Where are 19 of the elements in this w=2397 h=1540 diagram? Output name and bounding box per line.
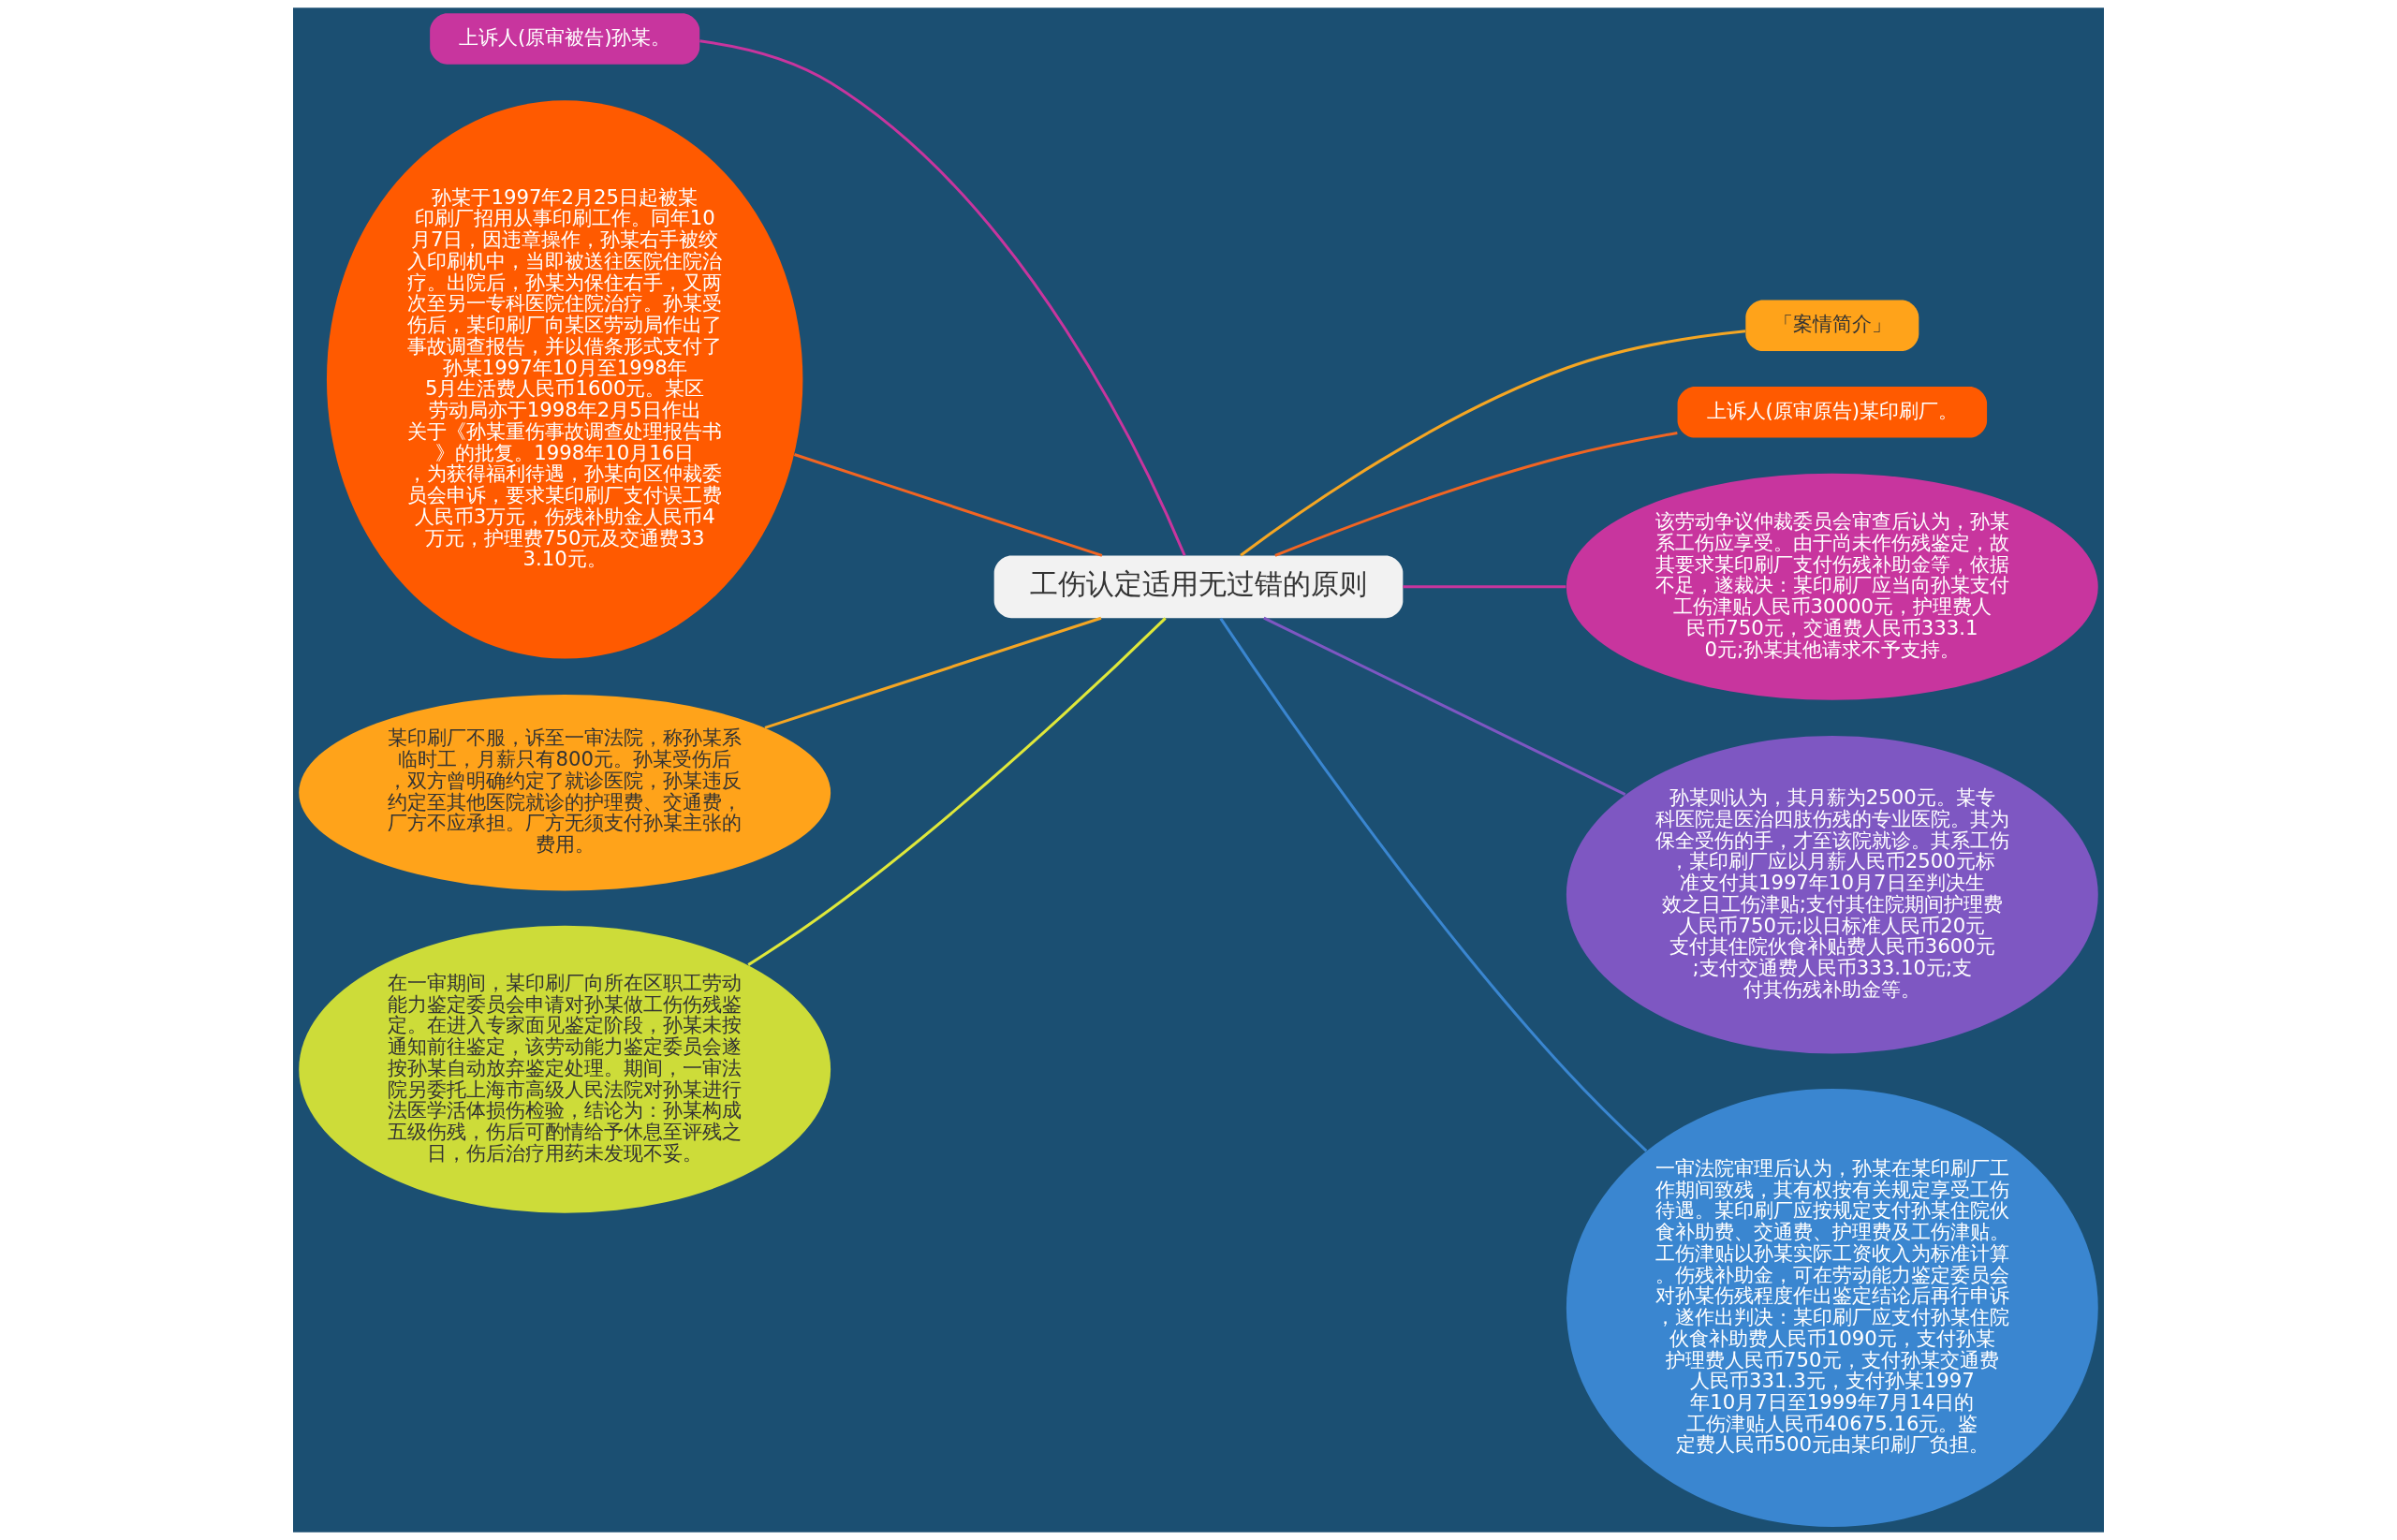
node-ellipse: 一审法院审理后认为，孙某在某印刷厂工作期间致残，其有权按有关规定享受工伤待遇。某印刷厂应按规定支付孙某住院伙食补助费、交通费、护理费及工伤津贴。工伤津贴以孙某实际工资收入为标准计算。伤残补助金，可在劳动能力鉴定委员会对孙某伤残程度作出鉴定结论后再行申诉，遂作出判决：某印刷厂应支付孙某住院伙食补助费人民币1090元，支付孙某护理费人民币750元，支付孙某交通费人民币331.3元，支付孙某1997年10月7日至1999年7月14日的工伤津贴人民币40675.16元。鉴定费人民币500元由某印刷厂负担。 xyxy=(1566,1089,2098,1527)
node-ellipse: 孙某于1997年2月25日起被某印刷厂招用从事印刷工作。同年10月7日，因违章操作，孙某右手被绞入印刷机中，当即被送往医院住院治疗。出院后，孙某为保住右手，又两次至另一专科医院住院治疗。孙某受伤后，某印刷厂向某区劳动局作出了事故调查报告，并以借条形式支付了孙某1997年10月至1998年5月生活费人民币1600元。某区劳动局亦于1998年2月5日作出关于《孙某重伤事故调查处理报告书》的批复。1998年10月16日，为获得福利待遇，孙某向区仲裁委员会申诉，要求某印刷厂支付误工费人民币3万元，伤残补助金人民币4万元，护理费750元及交通费333.10元。 xyxy=(326,100,803,659)
connector xyxy=(793,453,1103,557)
node-ellipse: 该劳动争议仲裁委员会审查后认为，孙某系工伤应享受。由于尚未作伤残鉴定，故其要求某印刷厂支付伤残补助金等，依据不足，遂裁决：某印刷厂应当向孙某支付工伤津贴人民币30000元，护理费人民币750元，交通费人民币333.10元;孙某其他请求不予支持。 xyxy=(1566,473,2098,700)
connector xyxy=(1274,432,1678,557)
connector xyxy=(747,617,1167,966)
node-box: 「案情简介」 xyxy=(1745,300,1919,352)
connector xyxy=(1263,616,1626,796)
node-box: 上诉人(原审原告)某印刷厂。 xyxy=(1677,387,1988,438)
node-ellipse: 孙某则认为，其月薪为2500元。某专科医院是医治四肢伤残的专业医院。其为保全受伤的手，才至该院就诊。其系工伤，某印刷厂应以月薪人民币2500元标准支付其1997年10月7日至判决生效之日工伤津贴;支付其住院期间护理费人民币750元;以日标准人民币20元支付其住院伙食补贴费人民币3600元;支付交通费人民币333.10元;支付其伤残补助金等。 xyxy=(1566,736,2098,1054)
connector xyxy=(699,39,1186,556)
node-box: 工伤认定适用无过错的原则 xyxy=(993,555,1404,619)
connector xyxy=(764,616,1102,729)
node-ellipse: 某印刷厂不服，诉至一审法院，称孙某系临时工，月薪只有800元。孙某受伤后，双方曾明确约定了就诊医院，孙某违反约定至其他医院就诊的护理费、交通费，厂方不应承担。厂方无须支付孙某主张的费用。 xyxy=(299,694,831,891)
node-ellipse: 在一审期间，某印刷厂向所在区职工劳动能力鉴定委员会申请对孙某做工伤伤残鉴定。在进入专家面见鉴定阶段，孙某未按通知前往鉴定，该劳动能力鉴定委员会遂按孙某自动放弃鉴定处理。期间，一审法院另委托上海市高级人民法院对孙某进行法医学活体损伤检验，结论为：孙某构成五级伤残，伤后可酌情给予休息至评残之日，伤后治疗用药未发现不妥。 xyxy=(299,925,831,1213)
connector xyxy=(1240,330,1746,557)
node-box: 上诉人(原审被告)孙某。 xyxy=(430,13,700,65)
connector xyxy=(1219,617,1648,1152)
connector xyxy=(1403,585,1566,589)
